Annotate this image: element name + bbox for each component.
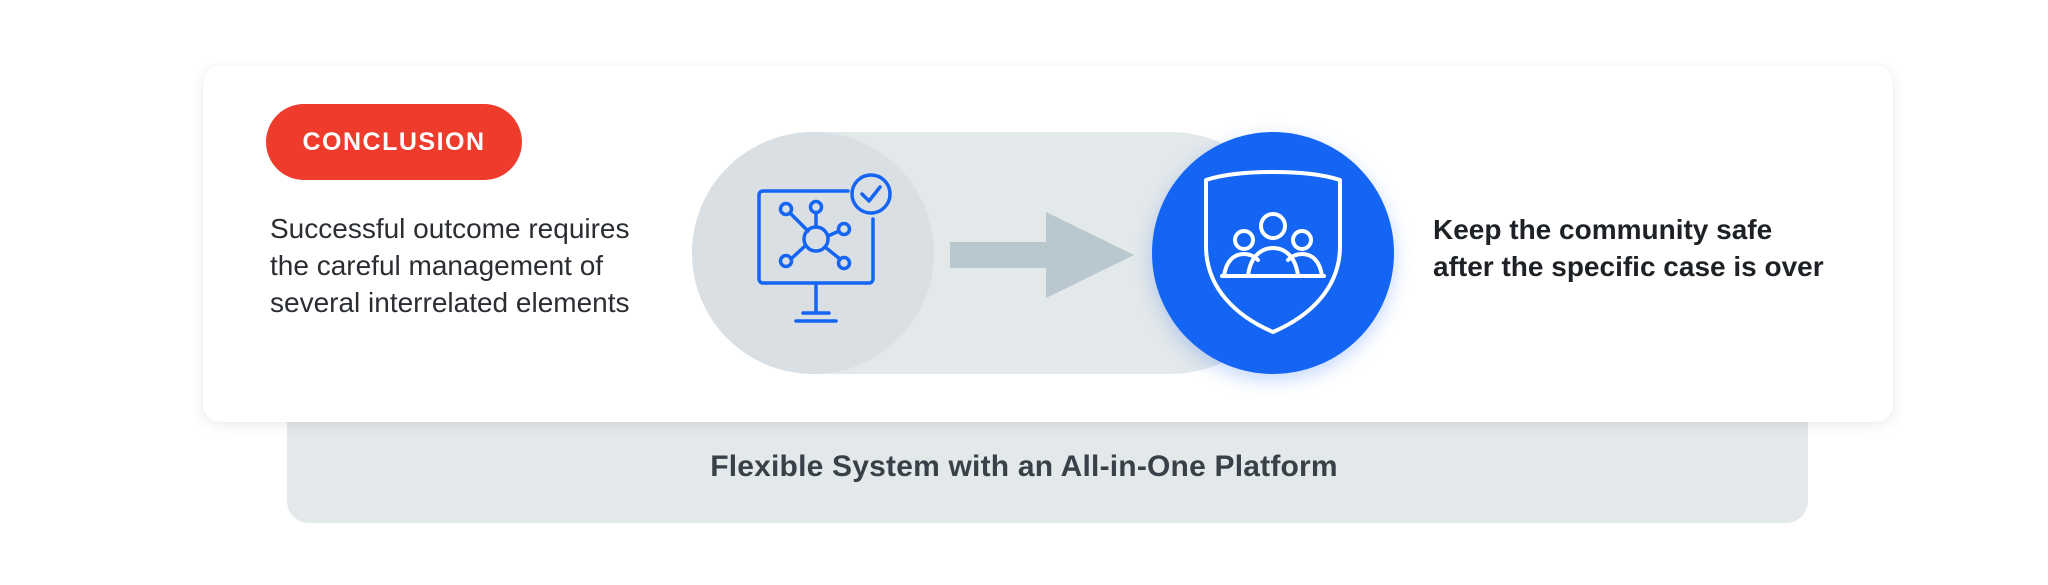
result-line: Keep the community safe	[1433, 214, 1773, 245]
conclusion-badge: CONCLUSION	[266, 104, 522, 180]
monitor-network-check-icon	[757, 173, 892, 323]
community-circle	[1152, 132, 1394, 374]
description-line: several interrelated elements	[270, 287, 630, 318]
shield-community-icon	[1204, 170, 1342, 334]
result-line: after the specific case is over	[1433, 251, 1824, 282]
platform-label: Flexible System with an All-in-One Platf…	[710, 450, 1338, 483]
monitor-circle	[692, 132, 934, 374]
arrow-right-icon	[950, 212, 1134, 298]
result-text: Keep the community safe after the specif…	[1433, 211, 1873, 285]
description-line: Successful outcome requires	[270, 213, 630, 244]
description-line: the careful management of	[270, 250, 604, 281]
description-text: Successful outcome requires the careful …	[270, 210, 710, 321]
